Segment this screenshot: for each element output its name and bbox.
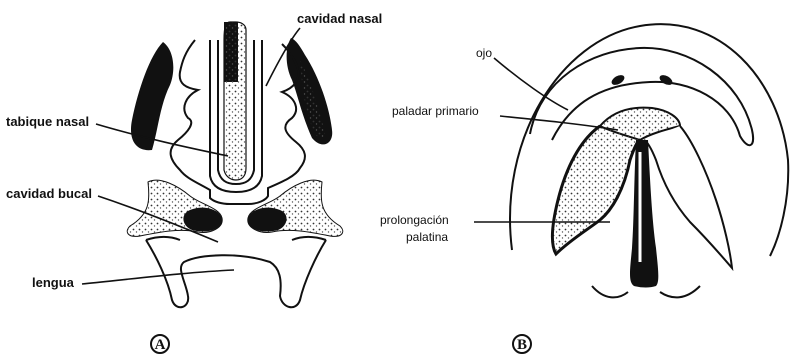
panel-a-letter: A xyxy=(155,337,166,353)
palatal-cleft xyxy=(630,140,658,288)
right-palatal-process xyxy=(644,126,732,268)
label-paladar-primario: paladar primario xyxy=(392,104,479,118)
label-cavidad-nasal: cavidad nasal xyxy=(297,11,382,26)
panel-a: cavidad nasal tabique nasal cavidad buca… xyxy=(6,11,382,353)
label-ojo: ojo xyxy=(476,46,492,60)
panel-b: ojo paladar primario prolongación palati… xyxy=(380,24,788,353)
label-prolongacion-line2: palatina xyxy=(406,230,448,244)
label-cavidad-bucal: cavidad bucal xyxy=(6,186,92,201)
label-tabique-nasal: tabique nasal xyxy=(6,114,89,129)
left-nasal-wall xyxy=(131,42,173,150)
label-lengua: lengua xyxy=(32,275,75,290)
right-nostril xyxy=(658,73,674,87)
label-prolongacion-line1: prolongación xyxy=(380,213,449,227)
panel-b-letter: B xyxy=(517,337,527,353)
tongue xyxy=(146,240,326,307)
left-palatal-process xyxy=(552,126,640,254)
